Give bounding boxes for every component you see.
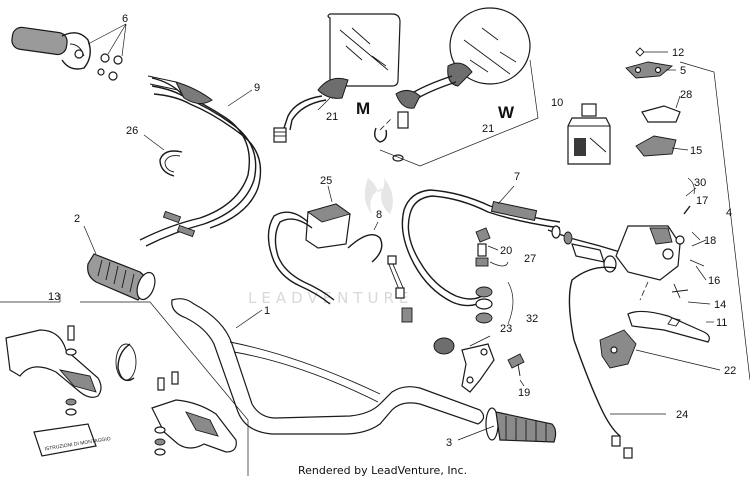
callout-8: 8 (376, 209, 382, 221)
watermark-text: LEADVENTURE (248, 289, 413, 307)
callout-23: 23 (500, 323, 512, 335)
callout-2: 2 (74, 213, 80, 225)
callout-18: 18 (704, 235, 716, 247)
instruction-booklet: ISTRUZIONI DI MONTAGGIO (33, 423, 111, 457)
leader-26 (143, 134, 165, 151)
callout-19: 19 (518, 387, 530, 399)
mirror-label-m: M (356, 99, 370, 118)
throttle-cables (139, 75, 262, 247)
circlip (159, 150, 183, 177)
master-cylinder-assembly (547, 187, 721, 459)
clutch-cable (401, 185, 561, 307)
callout-30: 30 (694, 177, 706, 189)
mirror-w (373, 7, 539, 167)
callout-16: 16 (708, 275, 720, 287)
switch-housing (267, 185, 413, 323)
callout-6: 6 (122, 13, 128, 25)
callout-15: 15 (690, 145, 702, 157)
bracket-4 (679, 61, 750, 381)
bracket-30 (687, 177, 695, 195)
callout-21-m: 21 (326, 111, 338, 123)
callout-3: 3 (446, 437, 452, 449)
callout-9: 9 (254, 82, 260, 94)
reservoir-cap-parts (625, 47, 689, 157)
mirror-m (273, 13, 401, 143)
callout-5: 5 (680, 65, 686, 77)
callout-14: 14 (714, 299, 726, 311)
callout-12: 12 (672, 47, 684, 59)
throttle-grip-assembly (11, 23, 127, 81)
callout-1: 1 (264, 305, 270, 317)
callout-labels: 6 9 26 21 21 10 12 5 28 15 7 25 8 30 17 … (48, 13, 736, 449)
callout-7: 7 (514, 171, 520, 183)
callout-17: 17 (696, 195, 708, 207)
callout-27: 27 (524, 253, 536, 265)
circlip-inner (164, 155, 181, 173)
callout-32: 32 (526, 313, 538, 325)
handlebar (171, 298, 485, 435)
footer-credit: Rendered by LeadVenture, Inc. (298, 464, 467, 477)
watermark: LEADVENTURE (248, 178, 413, 307)
callout-21-w: 21 (482, 123, 494, 135)
callout-22: 22 (724, 365, 736, 377)
callout-13: 13 (48, 291, 60, 303)
cable-clip (347, 221, 383, 263)
hand-guard-kit: ISTRUZIONI DI MONTAGGIO (0, 294, 249, 476)
callout-4: 4 (726, 207, 732, 219)
callout-26: 26 (126, 125, 138, 137)
callout-10: 10 (551, 97, 563, 109)
right-grip (457, 407, 557, 443)
cable-adjuster-parts (433, 227, 525, 393)
left-grip (83, 225, 156, 301)
callout-24: 24 (676, 409, 688, 421)
callout-28: 28 (680, 89, 692, 101)
callout-11: 11 (716, 317, 727, 329)
callout-25: 25 (320, 175, 332, 187)
brake-fluid-reservoir (567, 103, 611, 165)
mirror-label-w: W (498, 103, 515, 122)
callout-20: 20 (500, 245, 512, 257)
